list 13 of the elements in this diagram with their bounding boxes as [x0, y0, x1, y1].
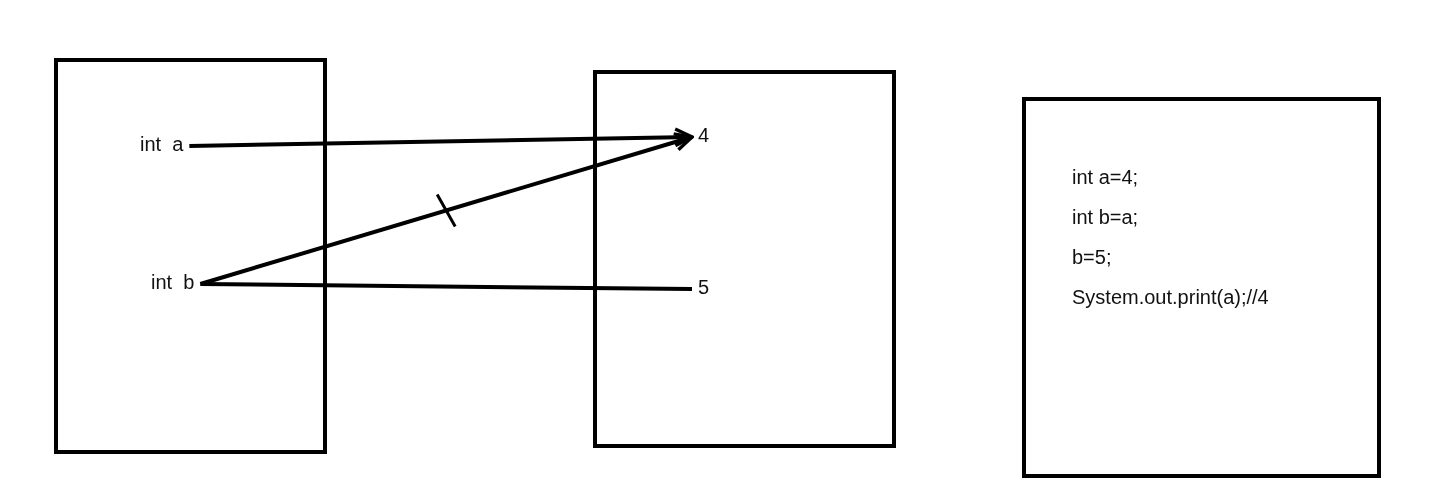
code-line: System.out.print(a);//4	[1072, 285, 1270, 309]
memory-box	[54, 58, 327, 454]
code-box	[1022, 97, 1381, 478]
arrow	[189, 127, 694, 148]
variable-label: 5	[698, 275, 710, 299]
memory-box	[593, 70, 896, 448]
variable-label: int b	[151, 270, 195, 294]
code-line: int b=a;	[1072, 205, 1140, 229]
variable-label: int a	[140, 132, 184, 156]
connector-line	[200, 282, 692, 291]
code-line: int a=4;	[1072, 165, 1140, 189]
variable-label: 4	[698, 123, 710, 147]
code-line: b=5;	[1072, 245, 1113, 269]
